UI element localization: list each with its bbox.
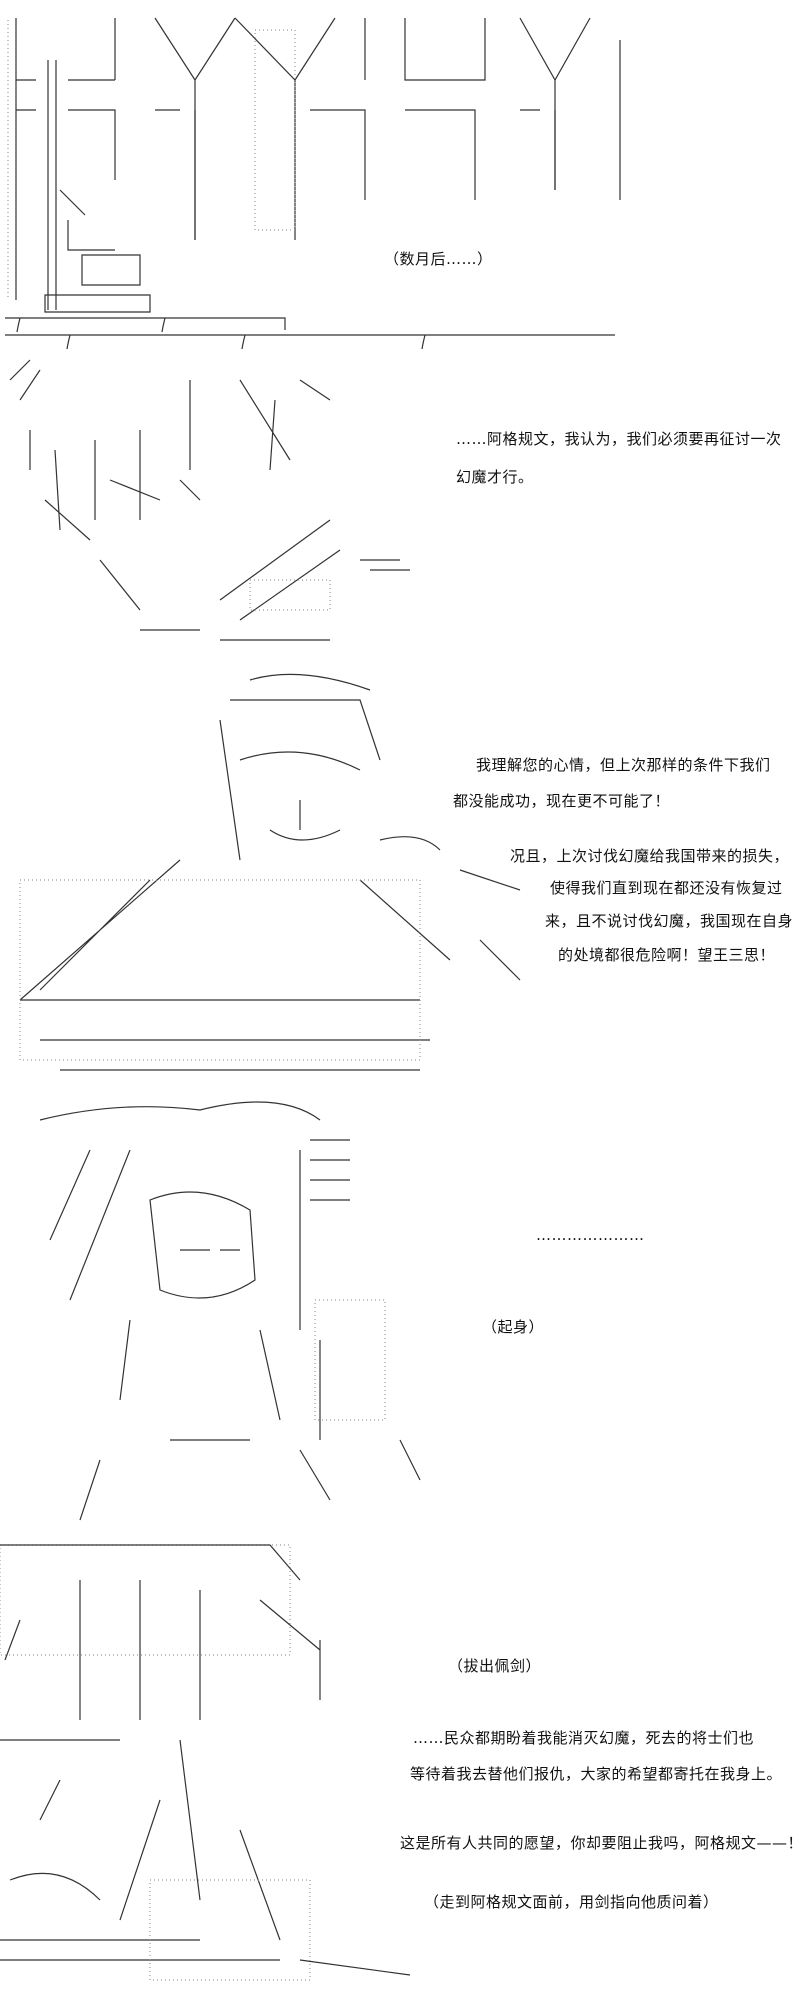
dialogue-line: 况且，上次讨伐幻魔给我国带来的损失， <box>510 847 790 865</box>
panel-3-advisor-art <box>19 673 521 1071</box>
panel-1-throne-hall-art <box>5 17 621 350</box>
dialogue-ellipsis: ………………… <box>536 1226 645 1244</box>
dialogue-line: 来，且不说讨伐幻魔，我国现在自身 <box>545 912 794 930</box>
panel-4-king-rising-art <box>39 1101 421 1521</box>
caption-months-later: （数月后……） <box>384 250 493 268</box>
dialogue-line: 的处境都很危险啊！望王三思！ <box>558 946 776 964</box>
caption-points-sword: （走到阿格规文面前，用剑指向他质问着） <box>424 1893 719 1911</box>
dialogue-line: 都没能成功，现在更不可能了！ <box>453 792 671 810</box>
dialogue-line: 等待着我去替他们报仇，大家的希望都寄托在我身上。 <box>410 1765 783 1783</box>
dialogue-line: 我理解您的心情，但上次那样的条件下我们 <box>476 756 771 774</box>
dialogue-line: ……民众都期盼着我能消灭幻魔，死去的将士们也 <box>413 1729 755 1747</box>
panel-5-sword-drawn-art <box>0 1544 411 1981</box>
dialogue-line: ……阿格规文，我认为，我们必须要再征讨一次 <box>456 430 782 448</box>
panel-2-character-art <box>9 359 410 641</box>
caption-rises: （起身） <box>482 1318 545 1336</box>
dialogue-line: 幻魔才行。 <box>456 468 534 486</box>
dialogue-line: 使得我们直到现在都还没有恢复过 <box>550 879 783 897</box>
caption-draws-sword: （拔出佩剑） <box>448 1657 542 1675</box>
dialogue-line: 这是所有人共同的愿望，你却要阻止我吗，阿格规文——！！ <box>400 1834 800 1852</box>
